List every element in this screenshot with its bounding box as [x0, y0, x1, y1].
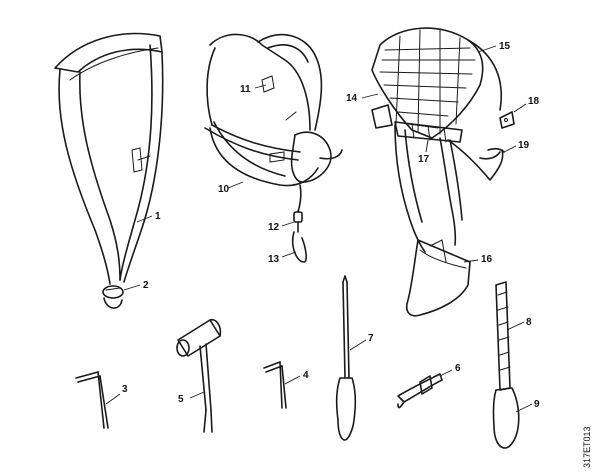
callout-leader-3 [105, 393, 121, 405]
callout-leader-10 [227, 181, 244, 189]
callout-12: 12 [268, 222, 280, 233]
allen-key-medium-drawing [263, 361, 287, 409]
callout-leader-8 [506, 321, 525, 331]
callout-leader-7 [349, 339, 367, 351]
combination-wrench-drawing [176, 318, 222, 433]
callout-leader-16 [463, 259, 479, 263]
full-harness-drawing [371, 27, 515, 317]
callout-11: 11 [240, 84, 251, 95]
callout-4: 4 [303, 370, 309, 381]
callout-leader-15 [477, 45, 497, 53]
callout-leader-19 [503, 145, 517, 153]
callout-leader-14 [361, 93, 379, 99]
callout-18: 18 [528, 96, 540, 107]
callout-7: 7 [368, 333, 374, 344]
flat-file-drawing [492, 281, 520, 449]
callout-leader-11 [254, 84, 267, 89]
callout-leader-4 [284, 375, 301, 385]
drawing-code: 317ET013 [582, 426, 592, 468]
callout-16: 16 [481, 254, 493, 265]
callout-leader-17 [425, 139, 429, 153]
callout-17: 17 [418, 154, 430, 165]
callout-1: 1 [155, 211, 161, 222]
callout-8: 8 [526, 317, 532, 328]
file-holder-drawing [397, 373, 443, 409]
callout-leader-6 [439, 369, 453, 377]
callout-leader-13 [281, 251, 297, 258]
callout-6: 6 [455, 363, 461, 374]
callout-leader-9 [515, 403, 533, 413]
callout-leader-12 [281, 221, 295, 227]
callout-10: 10 [218, 184, 230, 195]
callout-3: 3 [122, 384, 128, 395]
allen-key-small-drawing [75, 371, 109, 429]
callout-2: 2 [143, 280, 149, 291]
callout-5: 5 [178, 394, 184, 405]
screwdriver-drawing [335, 275, 357, 441]
single-shoulder-strap-drawing [54, 32, 164, 309]
callout-14: 14 [346, 93, 358, 104]
callout-leader-5 [189, 391, 205, 399]
callout-19: 19 [518, 140, 530, 151]
callout-15: 15 [499, 41, 511, 52]
light-harness-drawing [204, 33, 343, 263]
callout-9: 9 [534, 399, 540, 410]
callout-leader-2 [123, 284, 141, 291]
callout-leader-1 [136, 215, 153, 223]
callout-leader-18 [513, 103, 527, 113]
callout-13: 13 [268, 254, 280, 265]
